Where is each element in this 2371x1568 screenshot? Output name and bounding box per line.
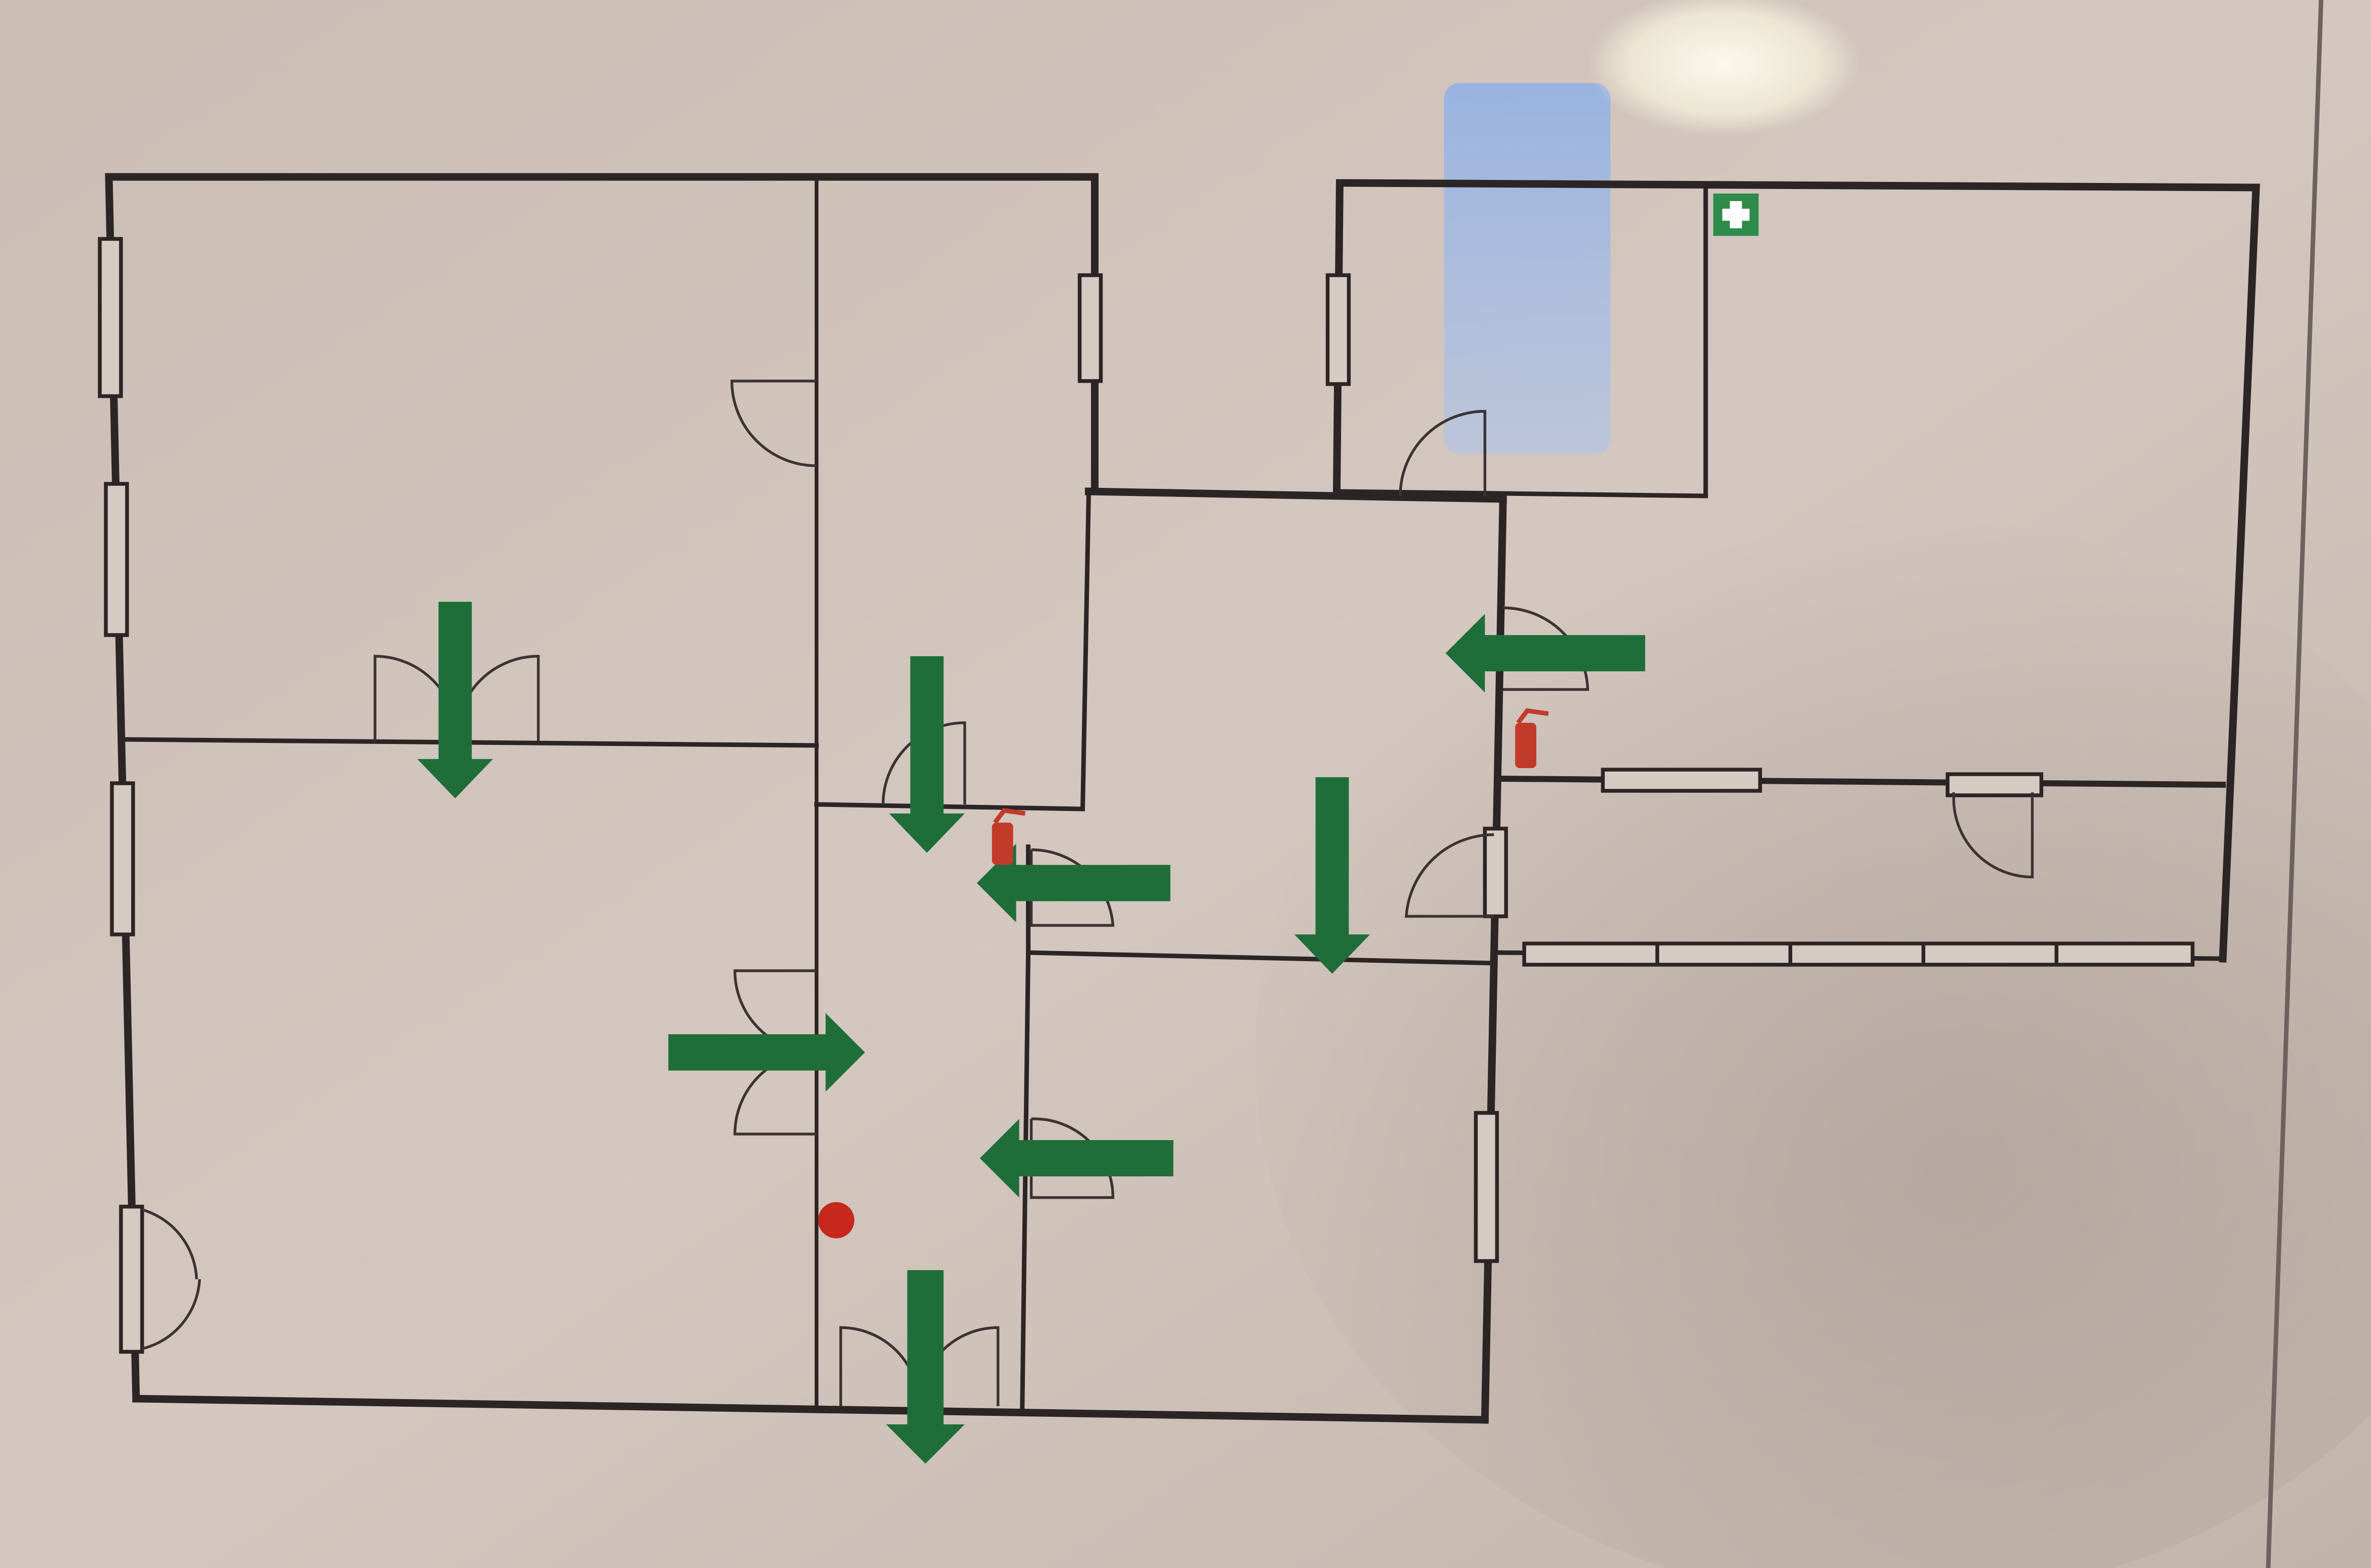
evacuation-arrow-icon [889,656,965,853]
evacuation-arrow-icon [1294,777,1370,974]
you-are-here-marker [818,1202,855,1238]
fire-extinguisher-icon [1515,708,1549,768]
windows [98,237,2195,1354]
evacuation-arrow-icon [886,1270,965,1464]
fire-extinguisher-icon [992,808,1026,865]
evacuation-arrow-icon [417,602,493,798]
lamp-glare [1588,0,1860,136]
frame-edge [2266,0,2324,1568]
first-aid-icon [1713,194,1759,236]
evacuation-arrow-icon [668,1013,865,1092]
evacuation-arrow-icon [977,844,1171,922]
window-reflection [1444,83,1611,454]
evacuation-arrow-icon [1445,614,1646,693]
evacuation-arrows [417,602,1646,1464]
evacuation-arrow-icon [980,1119,1174,1198]
